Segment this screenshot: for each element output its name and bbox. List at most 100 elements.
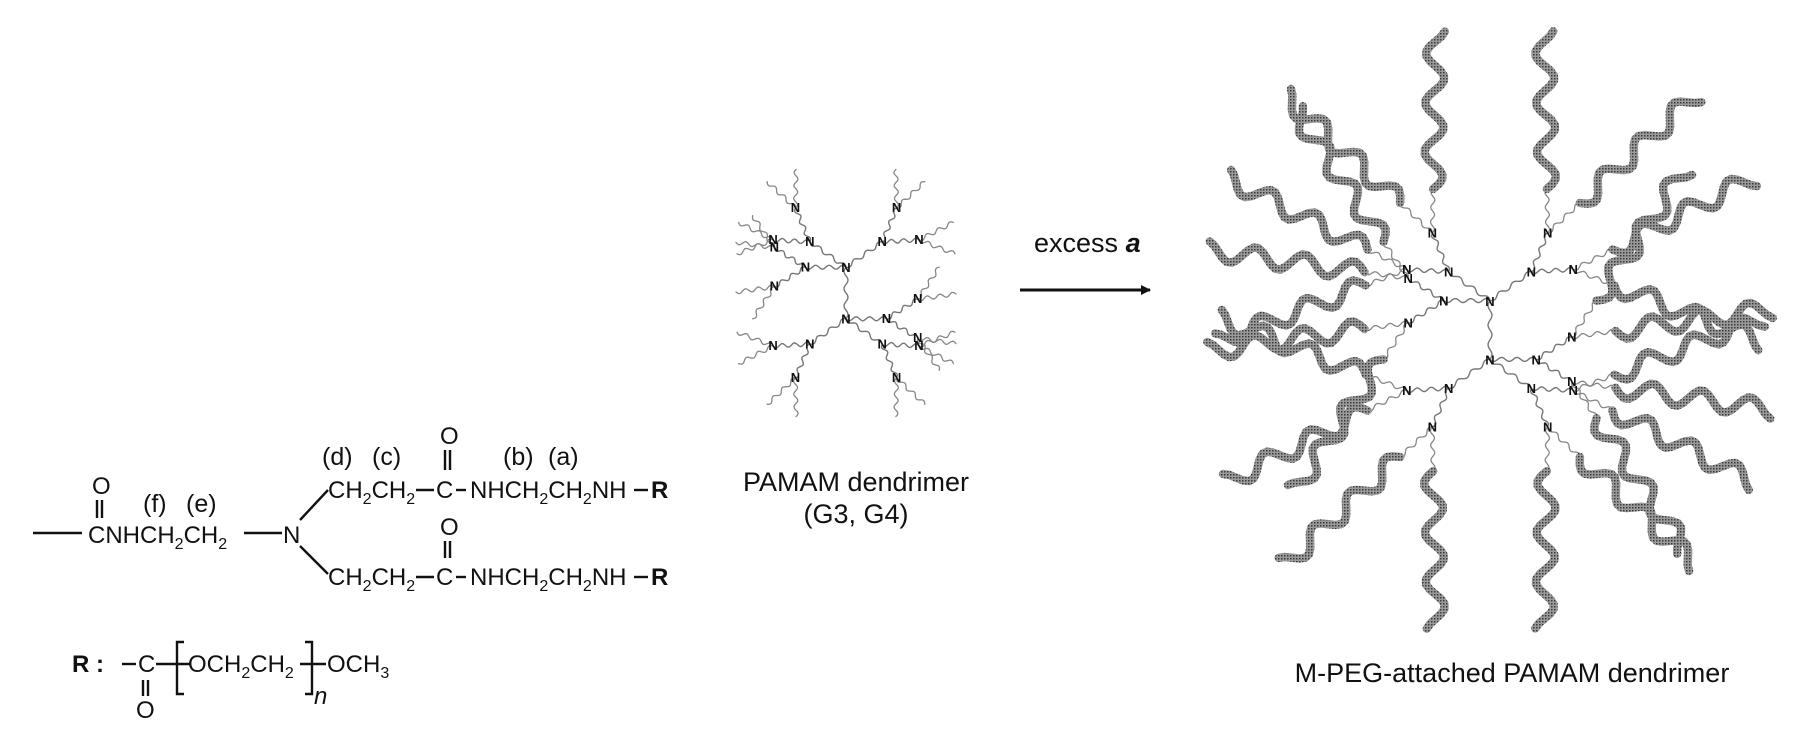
terminal-link (766, 377, 797, 405)
branch-link (1406, 385, 1450, 393)
terminal-link (1571, 299, 1598, 338)
branch-link (772, 341, 811, 349)
position-label-e: (e) (186, 490, 217, 518)
branch-link (1448, 271, 1491, 302)
peg-chain (1420, 466, 1449, 633)
position-label-a: (a) (548, 443, 579, 471)
nitrogen-atom: N (1404, 271, 1413, 286)
terminal-link (895, 181, 926, 209)
nitrogen-atom: N (913, 330, 922, 345)
r-carbon: C (138, 651, 155, 678)
nitrogen-atom: N (1485, 294, 1494, 309)
terminal-link (1572, 373, 1616, 392)
peg-chain (1420, 27, 1449, 194)
branch-link (1530, 267, 1574, 275)
terminal-link (735, 284, 775, 295)
peg-chain (1531, 466, 1560, 633)
branch-link (1489, 356, 1537, 362)
terminal-link (793, 168, 799, 209)
position-label-c: (c) (372, 443, 401, 471)
peg-chain (1592, 170, 1697, 305)
branch-link (1407, 277, 1445, 302)
terminal-link (792, 377, 799, 418)
position-label-f: (f) (143, 490, 167, 518)
terminal-link (1363, 271, 1409, 280)
nitrogen-atom: N (1485, 353, 1494, 368)
branch-link (881, 207, 898, 243)
branch-link (1535, 358, 1573, 383)
branch-link (1530, 386, 1574, 393)
r-definition-label: R : (72, 651, 104, 678)
branch-link (1489, 271, 1532, 302)
terminal-link (1366, 389, 1408, 412)
pamam-branch-structure: O CNHCH2CH2 (f) (e) N (d) (c) CH2CH2 C O… (33, 423, 668, 595)
reagent-label: excess a (1034, 228, 1141, 258)
peg-chain (1608, 406, 1753, 495)
terminal-link (1382, 322, 1409, 361)
terminal-link (1429, 188, 1436, 234)
lower-nh-chain: NHCH2CH2NH (470, 564, 626, 595)
lower-r-group: R (651, 564, 668, 591)
terminal-link (1547, 426, 1581, 458)
nitrogen-atom: N (1543, 226, 1552, 241)
nitrogen-atom: N (805, 336, 814, 351)
terminal-link (1572, 389, 1614, 412)
terminal-link (893, 377, 899, 418)
upper-carbonyl-oxygen: O (440, 423, 459, 450)
peg-chain (1227, 165, 1372, 254)
nitrogen-atom: N (841, 311, 850, 326)
repeat-index-n: n (314, 683, 327, 710)
peg-chain (1575, 452, 1694, 576)
branch-link (1406, 267, 1450, 274)
terminal-link (916, 337, 941, 371)
nitrogen-atom: N (914, 232, 923, 247)
repeat-bracket-right (305, 640, 314, 696)
branch-link (809, 241, 847, 268)
nitrogen-atom: N (1428, 420, 1437, 435)
nitrogen-atom: N (1567, 330, 1576, 345)
nitrogen-atom: N (768, 232, 777, 247)
core-link (843, 266, 849, 320)
peg-chain (1531, 27, 1560, 194)
terminal-link (1571, 381, 1598, 419)
branch-link (794, 207, 812, 243)
terminal-link (1382, 241, 1409, 279)
peg-chain (1575, 97, 1706, 208)
branch-link (772, 237, 811, 245)
nitrogen-atom: N (1569, 262, 1578, 277)
terminal-link (736, 238, 774, 256)
nitrogen-atom: N (801, 260, 810, 275)
r-carbonyl-oxygen: O (136, 697, 155, 724)
terminal-link (751, 215, 776, 249)
peg-chain (1283, 355, 1388, 490)
nitrogen-atom: N (768, 338, 777, 353)
branch-link (1443, 298, 1491, 304)
branch-link (881, 341, 920, 349)
nitrogen-atom: N (892, 200, 901, 215)
peg-chain (1286, 84, 1405, 208)
lower-carbonyl-carbon: C (436, 564, 453, 591)
branch-link (773, 266, 807, 288)
terminal-link (918, 239, 956, 255)
nitrogen-atom: N (1567, 374, 1576, 389)
product-name: M-PEG-attached PAMAM dendrimer (1295, 658, 1730, 688)
terminal-link (917, 291, 957, 302)
terminal-link (918, 345, 955, 365)
nitrogen-atom: N (770, 279, 779, 294)
upper-nh-chain: NHCH2CH2NH (470, 477, 626, 508)
nitrogen-atom: N (841, 260, 850, 275)
terminal-link (1363, 320, 1409, 332)
branch-link (1448, 358, 1491, 389)
branch-link (1489, 358, 1532, 389)
terminal-link (1364, 268, 1408, 287)
terminal-link (917, 336, 957, 345)
nitrogen-atom: N (882, 311, 891, 326)
peg-chain (1205, 237, 1369, 281)
nitrogen-atom: N (791, 370, 800, 385)
branch-link (1430, 232, 1451, 273)
terminal-link (893, 168, 900, 209)
reactant-name: PAMAM dendrimer (743, 467, 969, 497)
nitrogen-atom: N (1532, 352, 1541, 367)
